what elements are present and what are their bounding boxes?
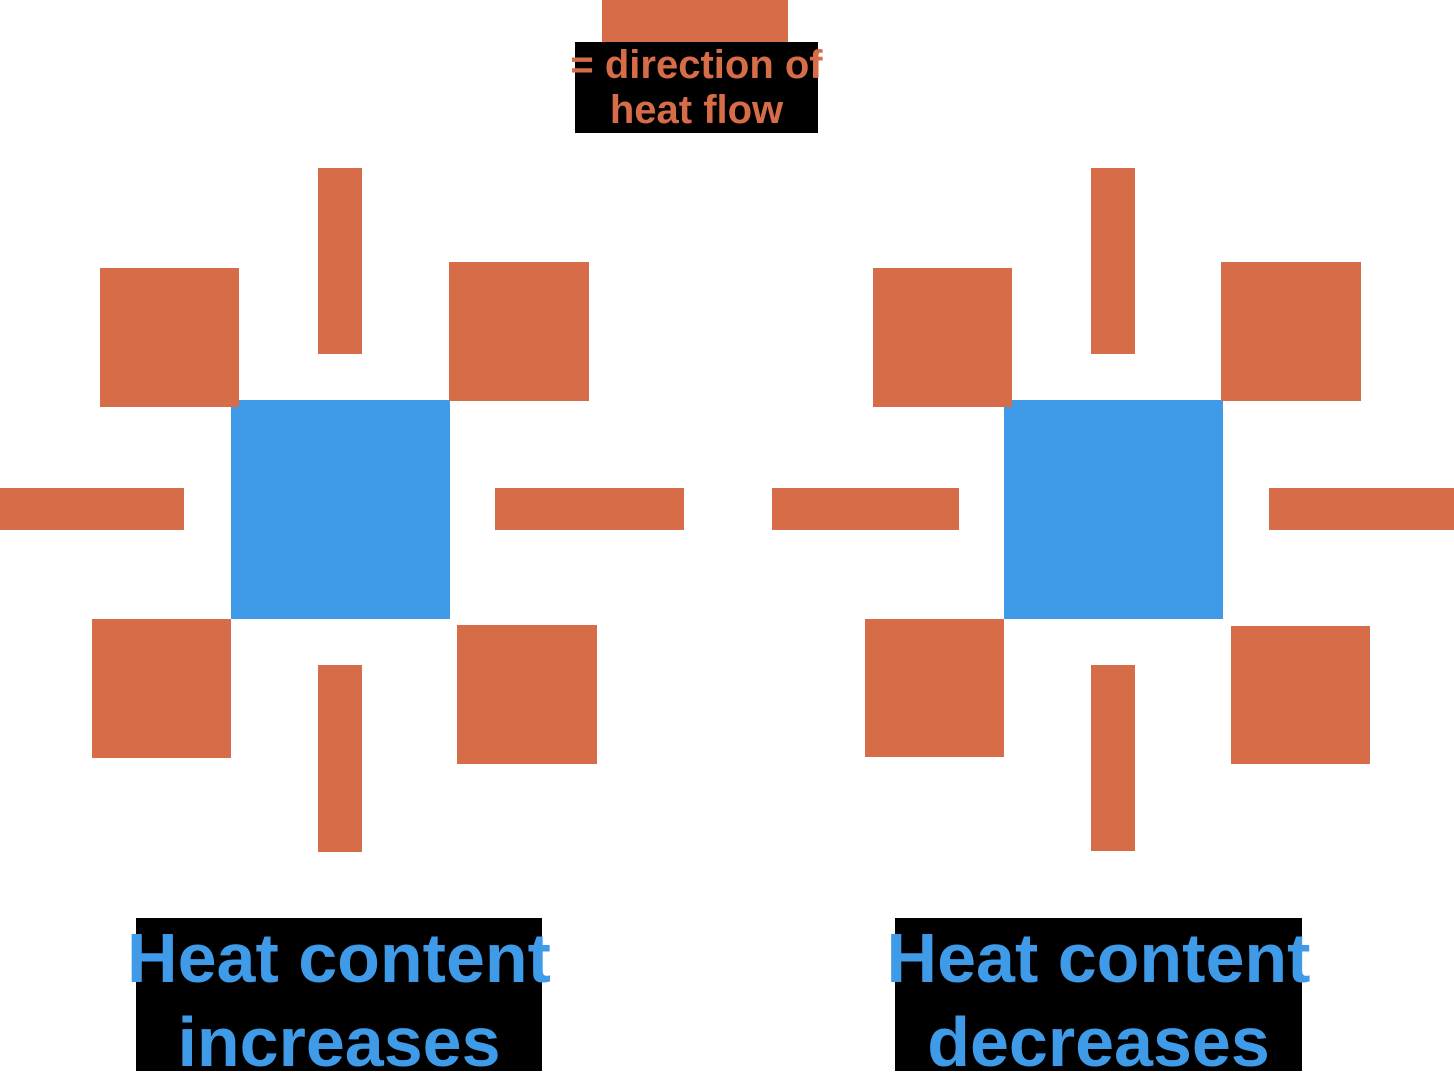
legend: = direction of heat flow	[570, 42, 823, 133]
heat-arrow-bottom	[1091, 665, 1135, 851]
heat-arrow-left	[772, 488, 959, 530]
heat-arrow-left	[0, 488, 184, 530]
left-caption-line-1: Heat content	[127, 919, 551, 997]
heat-arrow-bottom-left	[92, 619, 231, 758]
heat-arrow-bottom-left	[865, 619, 1004, 757]
system-block	[231, 400, 450, 619]
heat-arrow-bottom	[318, 665, 362, 852]
heat-arrow-top	[318, 168, 362, 354]
right-caption-line-2: decreases	[927, 1003, 1270, 1081]
heat-arrow-bottom-right	[1231, 626, 1370, 764]
legend-line-1: = direction of	[570, 42, 823, 87]
right-panel-caption: Heat content decreases	[887, 918, 1310, 1080]
heat-arrow-right	[1269, 488, 1454, 530]
right-caption-line-1: Heat content	[886, 919, 1311, 997]
heat-arrow-top-right	[1221, 262, 1361, 401]
heat-arrow-right	[495, 488, 684, 530]
heat-arrow-top	[1091, 168, 1135, 354]
left-panel-caption: Heat content increases	[127, 918, 551, 1080]
heat-arrow-bottom-right	[457, 625, 597, 764]
legend-line-2: heat flow	[609, 87, 784, 132]
system-block	[1004, 400, 1223, 619]
left-caption-line-2: increases	[177, 1003, 501, 1081]
heat-arrow-top-left	[873, 268, 1012, 407]
heat-arrow-top-left	[100, 268, 239, 407]
heat-arrow-top-right	[449, 262, 589, 401]
heat-flow-arrow-swatch	[602, 0, 788, 42]
